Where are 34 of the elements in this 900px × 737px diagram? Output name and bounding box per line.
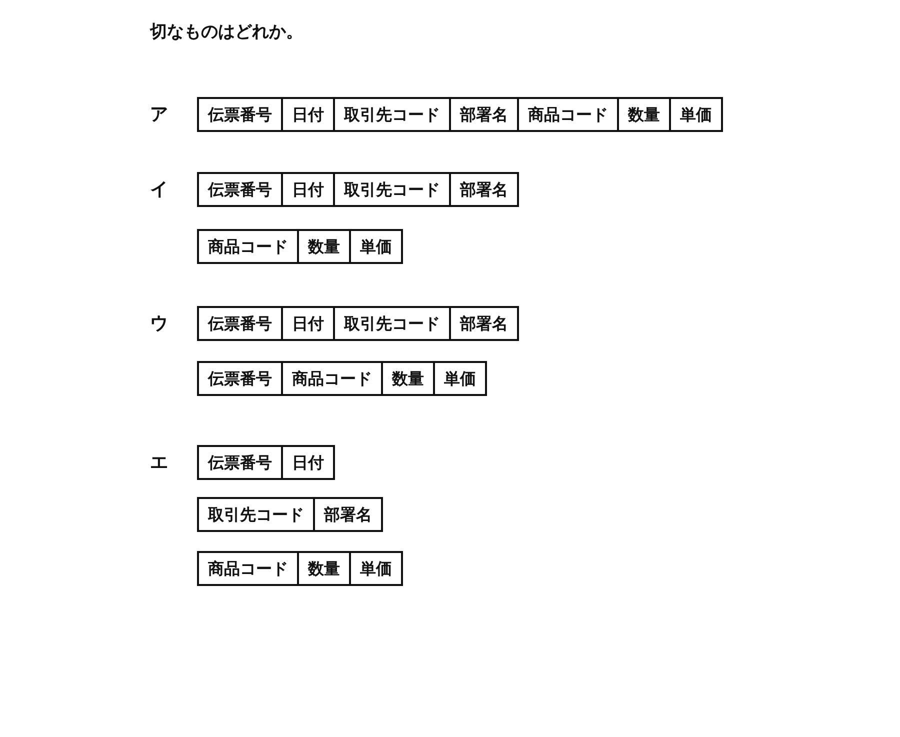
table-cell: 部署名 — [313, 497, 383, 532]
table-cell: 伝票番号 — [197, 306, 283, 341]
table-cell: 単価 — [433, 361, 487, 396]
option-label: イ — [150, 178, 168, 201]
table-cell: 商品コード — [197, 551, 299, 586]
table-cell: 部署名 — [449, 306, 519, 341]
table-cell: 伝票番号 — [197, 172, 283, 207]
table-cell: 日付 — [281, 445, 335, 480]
table-cell: 数量 — [381, 361, 435, 396]
table-cell: 取引先コード — [197, 497, 315, 532]
question-text: 切なものはどれか。 — [150, 21, 303, 43]
table-cell: 伝票番号 — [197, 445, 283, 480]
option-label: エ — [150, 451, 168, 474]
option-label: ア — [150, 103, 168, 126]
table-cell: 商品コード — [281, 361, 383, 396]
table-cell: 取引先コード — [333, 306, 451, 341]
table-cell: 取引先コード — [333, 97, 451, 132]
table-cell: 部署名 — [449, 172, 519, 207]
table-cell: 伝票番号 — [197, 361, 283, 396]
table-cell: 取引先コード — [333, 172, 451, 207]
table-cell: 単価 — [669, 97, 723, 132]
table-cell: 日付 — [281, 97, 335, 132]
option-label: ウ — [150, 312, 168, 335]
table-cell: 数量 — [297, 229, 351, 264]
table-cell: 日付 — [281, 306, 335, 341]
table-cell: 数量 — [617, 97, 671, 132]
table-cell: 部署名 — [449, 97, 519, 132]
table-cell: 商品コード — [517, 97, 619, 132]
table-cell: 商品コード — [197, 229, 299, 264]
table-cell: 単価 — [349, 551, 403, 586]
table-cell: 数量 — [297, 551, 351, 586]
table-cell: 伝票番号 — [197, 97, 283, 132]
table-cell: 単価 — [349, 229, 403, 264]
table-cell: 日付 — [281, 172, 335, 207]
